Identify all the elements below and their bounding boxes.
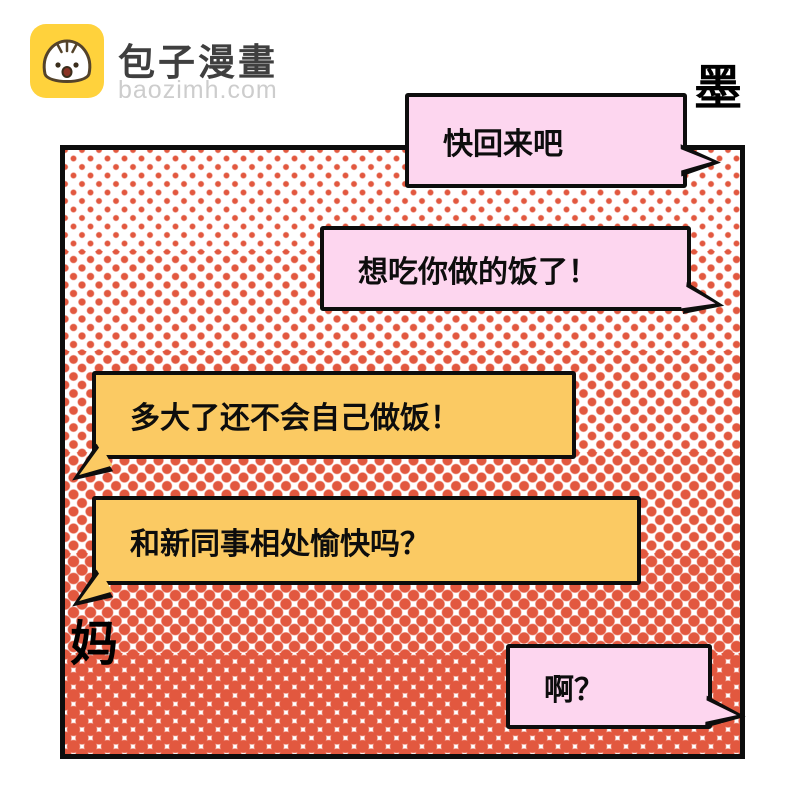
- bubble-text: 啊？: [544, 673, 604, 707]
- bubble-tail: [72, 443, 114, 481]
- bun-icon: [42, 39, 92, 83]
- speech-bubble-3: 多大了还不会自己做饭！: [72, 371, 576, 481]
- speech-bubble-1: 快回来吧: [405, 93, 721, 188]
- bubble-text: 多大了还不会自己做饭！: [130, 402, 460, 435]
- bubble-tail: [703, 695, 746, 728]
- logo-title[interactable]: 包子漫畫: [118, 42, 278, 83]
- speaker-character: 妈: [70, 618, 119, 671]
- bubble-tail: [681, 281, 725, 314]
- bubble-tail: [678, 144, 721, 177]
- bubble-text: 想吃你做的饭了！: [358, 255, 598, 289]
- bubble-tail: [72, 569, 114, 607]
- site-logo[interactable]: [30, 24, 104, 98]
- speech-bubble-4: 和新同事相处愉快吗？: [72, 496, 641, 607]
- bubble-text: 和新同事相处愉快吗？: [130, 527, 430, 561]
- speech-bubble-5: 啊？: [506, 644, 746, 729]
- corner-character: 墨: [694, 62, 743, 115]
- bubble-text: 快回来吧: [443, 127, 563, 161]
- speech-bubble-2: 想吃你做的饭了！: [320, 226, 725, 314]
- logo-domain[interactable]: baozimh.com: [118, 76, 278, 104]
